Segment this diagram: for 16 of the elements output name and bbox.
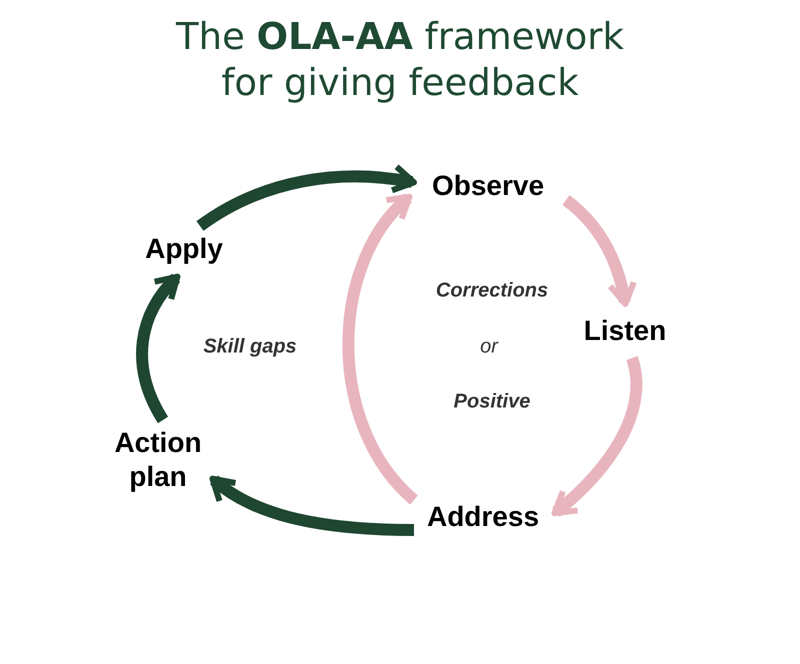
title: The OLA-AA framework for giving feedback	[174, 14, 625, 106]
curved-arrow	[342, 194, 418, 504]
step-label: Address	[426, 500, 540, 534]
curved-arrow	[209, 475, 414, 536]
step-label: Apply	[145, 232, 223, 266]
step-label: Observe	[432, 169, 544, 203]
curved-arrow	[136, 274, 180, 423]
curved-arrow	[562, 195, 636, 307]
note-text: or	[480, 336, 498, 358]
step-label: Listen	[584, 314, 666, 348]
step-label: Action plan	[88, 426, 228, 494]
note-text: Corrections	[436, 280, 548, 302]
note-text: Positive	[454, 390, 530, 414]
note-text: Skill gaps	[203, 336, 297, 358]
curved-arrow	[196, 164, 417, 231]
curved-arrow	[551, 356, 642, 517]
